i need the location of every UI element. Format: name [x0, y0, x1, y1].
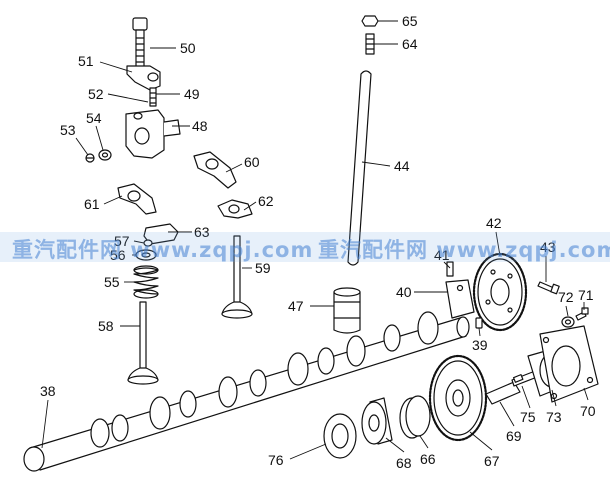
- callout-44: 44: [394, 158, 410, 174]
- part-camshaft-gear-42: [472, 252, 528, 332]
- part-camshaft-38: [23, 311, 470, 472]
- callout-64: 64: [402, 36, 418, 52]
- part-exhaust-valve-59: [221, 235, 253, 319]
- callout-71: 71: [578, 287, 594, 303]
- part-washer-72: [561, 316, 575, 328]
- part-nut-65: [361, 15, 379, 27]
- callout-55: 55: [104, 274, 120, 290]
- callout-50: 50: [180, 40, 196, 56]
- callout-51: 51: [78, 53, 94, 69]
- part-bolt-43: [537, 281, 560, 295]
- part-bolt-41: [446, 261, 454, 277]
- callout-66: 66: [420, 451, 436, 467]
- part-cover-70: [539, 325, 599, 403]
- part-bolt-71: [575, 307, 589, 321]
- callout-67: 67: [484, 453, 500, 469]
- callout-52: 52: [88, 86, 104, 102]
- part-idler-gear-67: [428, 354, 488, 442]
- callout-70: 70: [580, 403, 596, 419]
- part-rocker-arm-62: [217, 199, 253, 219]
- callout-63: 63: [194, 224, 210, 240]
- callout-75: 75: [520, 409, 536, 425]
- part-adjust-screw-64: [365, 33, 375, 55]
- part-hub-68: [361, 397, 393, 445]
- callout-69: 69: [506, 428, 522, 444]
- part-rocker-arm-60: [193, 151, 237, 189]
- part-spring-retainer-56: [135, 249, 157, 261]
- callout-40: 40: [396, 284, 412, 300]
- callout-53: 53: [60, 122, 76, 138]
- callout-42: 42: [486, 215, 502, 231]
- leader-lines: [41, 20, 589, 460]
- part-intake-valve-58: [127, 301, 159, 385]
- callout-76: 76: [268, 452, 284, 468]
- part-tappet-47: [333, 287, 361, 334]
- watermark-left: 重汽配件网 www.zqpj.com: [12, 238, 314, 262]
- part-thrust-plate-40: [445, 279, 475, 319]
- callout-57: 57: [114, 233, 130, 249]
- callout-43: 43: [540, 239, 556, 255]
- part-rocker-support-48: [125, 109, 181, 159]
- callout-72: 72: [558, 289, 574, 305]
- part-push-rod-44: [347, 70, 372, 266]
- callout-60: 60: [244, 154, 260, 170]
- part-bracket-51: [126, 65, 161, 91]
- part-bolt-50: [132, 17, 148, 69]
- part-rocker-arm-61: [117, 183, 157, 215]
- callout-47: 47: [288, 298, 304, 314]
- part-valve-spring-55: [133, 265, 159, 299]
- callout-38: 38: [40, 383, 56, 399]
- part-valve-bridge-63: [143, 223, 179, 245]
- callout-73: 73: [546, 409, 562, 425]
- callout-49: 49: [184, 86, 200, 102]
- watermark-right: 重汽配件网 www.zqpj.com: [318, 238, 610, 262]
- callout-56: 56: [110, 247, 126, 263]
- part-pin-75: [512, 374, 524, 383]
- part-screw-53: [85, 153, 95, 163]
- callout-54: 54: [86, 110, 102, 126]
- callout-61: 61: [84, 196, 100, 212]
- callout-62: 62: [258, 193, 274, 209]
- part-ring-66: [399, 395, 431, 439]
- callout-48: 48: [192, 118, 208, 134]
- callout-59: 59: [255, 260, 271, 276]
- callout-65: 65: [402, 13, 418, 29]
- part-screw-49: [149, 87, 157, 107]
- part-washer-54: [98, 149, 112, 161]
- part-thrust-washer-76: [323, 413, 357, 459]
- part-key-39: [475, 317, 483, 329]
- callout-68: 68: [396, 455, 412, 471]
- callout-41: 41: [434, 247, 450, 263]
- callout-39: 39: [472, 337, 488, 353]
- watermark-band: [0, 232, 610, 262]
- callout-labels: 50 51 49 52 48 53 54 60 61 62 63 57 56 5…: [40, 13, 596, 471]
- callout-58: 58: [98, 318, 114, 334]
